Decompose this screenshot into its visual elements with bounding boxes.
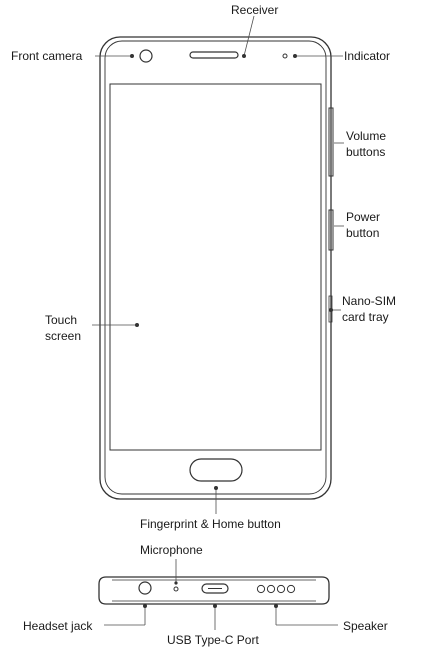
fingerprint-home-label: Fingerprint & Home button (140, 517, 281, 531)
indicator-dot (293, 54, 297, 58)
touch-screen-label: Touch screen (45, 312, 81, 344)
indicator-label: Indicator (344, 49, 391, 63)
headset-jack-dot (143, 604, 147, 608)
headset-jack-label: Headset jack (23, 619, 93, 633)
speaker-label: Speaker (343, 619, 388, 633)
usb-c-dot (213, 604, 217, 608)
microphone-hole (173, 586, 179, 592)
touch-screen-area (109, 83, 322, 451)
speaker-hole-3 (276, 584, 286, 594)
nano-sim-label-line2: card tray (342, 310, 389, 324)
receiver-slot (189, 51, 239, 59)
power-button-label-line2: button (346, 226, 380, 240)
volume-buttons-label: Volume buttons (346, 128, 386, 160)
headset-jack-port (138, 581, 152, 595)
indicator-light (282, 53, 288, 59)
power-button-label-line1: Power (346, 210, 381, 224)
phone-body-outer (99, 36, 332, 500)
speaker-hole-2 (266, 584, 276, 594)
nano-sim-label-line1: Nano-SIM (342, 294, 397, 308)
touch-screen-dot (135, 323, 139, 327)
phone-bottom-edge (98, 576, 330, 605)
usb-c-port (201, 583, 229, 594)
fingerprint-home-shape (189, 458, 243, 482)
speaker-hole-1 (256, 584, 266, 594)
volume-button-shape (328, 107, 334, 177)
touch-screen-label-line2: screen (45, 329, 82, 343)
front-camera-dot (130, 54, 134, 58)
microphone-dot (174, 581, 178, 585)
touch-screen-label-line1: Touch (45, 313, 78, 327)
nano-sim-dot (329, 308, 333, 312)
speaker-dot (274, 604, 278, 608)
phone-body-inner (104, 40, 327, 495)
speaker-hole-4 (286, 584, 296, 594)
nano-sim-label: Nano-SIM card tray (342, 293, 396, 325)
usb-type-c-label: USB Type-C Port (167, 633, 259, 647)
power-button-shape (328, 209, 334, 251)
front-camera-lens (139, 49, 153, 63)
volume-buttons-label-line2: buttons (346, 145, 386, 159)
receiver-dot (242, 54, 246, 58)
receiver-leader (243, 15, 255, 57)
microphone-label: Microphone (140, 543, 203, 557)
front-camera-label: Front camera (11, 49, 83, 63)
volume-buttons-label-line1: Volume (346, 129, 387, 143)
receiver-label: Receiver (231, 3, 279, 17)
fingerprint-dot (214, 486, 218, 490)
power-button-label: Power button (346, 209, 380, 241)
